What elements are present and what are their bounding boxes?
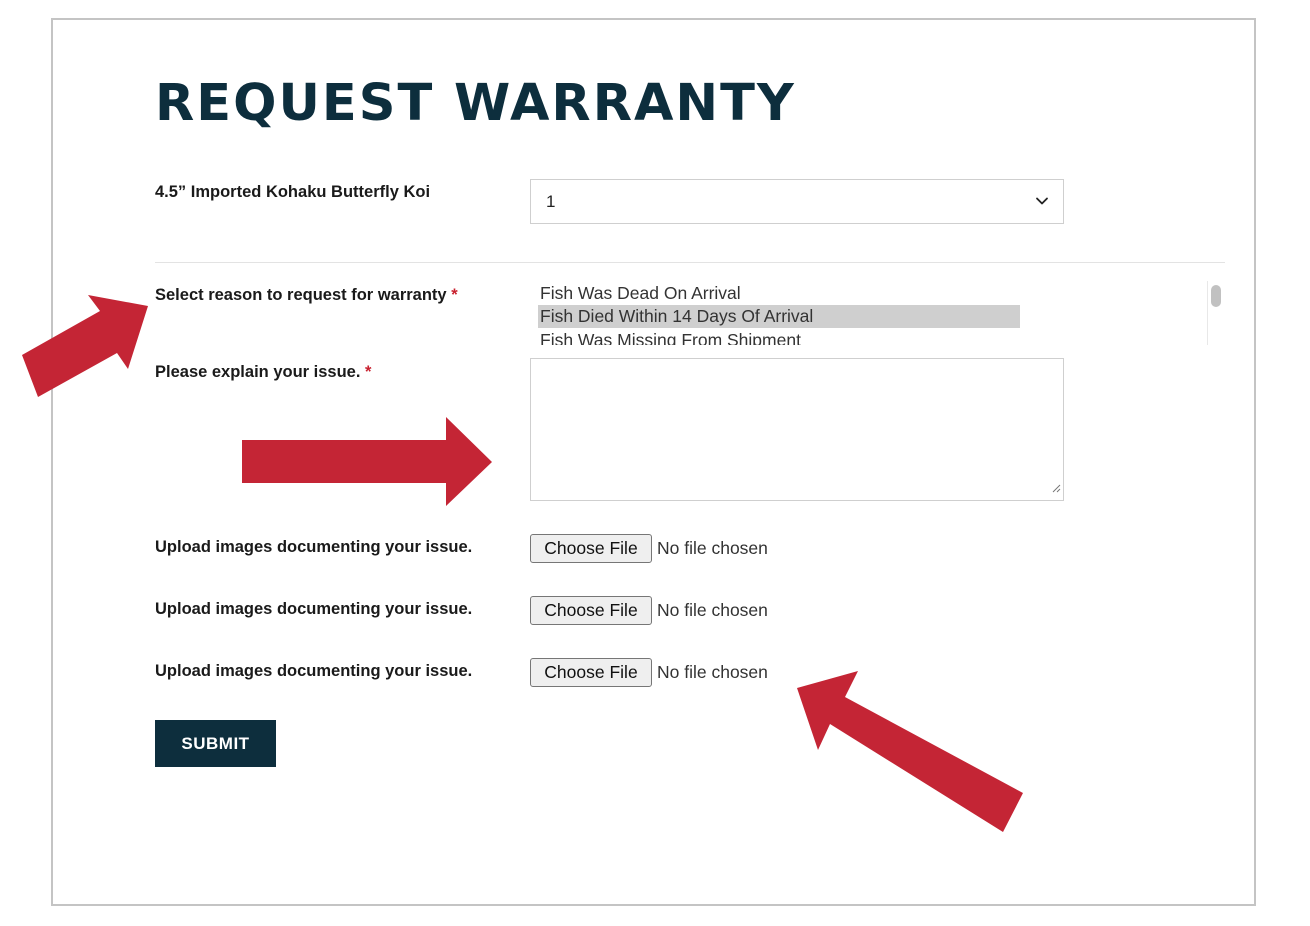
listbox-scrollbar[interactable] xyxy=(1207,281,1225,345)
submit-button[interactable]: SUBMIT xyxy=(155,720,276,767)
reason-label: Select reason to request for warranty * xyxy=(155,286,458,305)
reason-listbox[interactable]: Fish Was Dead On Arrival Fish Died Withi… xyxy=(530,281,1226,345)
reason-label-text: Select reason to request for warranty xyxy=(155,286,447,304)
required-asterisk: * xyxy=(365,363,372,381)
reason-option-missing-from-shipment[interactable]: Fish Was Missing From Shipment xyxy=(540,330,801,345)
annotation-arrow-icon xyxy=(22,295,148,397)
file-status: No file chosen xyxy=(657,662,768,682)
file-status: No file chosen xyxy=(657,538,768,558)
file-input-3[interactable]: Choose File No file chosen xyxy=(530,658,768,687)
annotation-arrow-icon xyxy=(797,671,1023,832)
reason-option-dead-on-arrival[interactable]: Fish Was Dead On Arrival xyxy=(540,283,741,303)
explain-label-text: Please explain your issue. xyxy=(155,363,361,381)
reason-option-died-within-14-days[interactable]: Fish Died Within 14 Days Of Arrival xyxy=(538,305,1020,328)
choose-file-button[interactable]: Choose File xyxy=(530,534,652,563)
file-input-2[interactable]: Choose File No file chosen xyxy=(530,596,768,625)
section-divider xyxy=(155,262,1225,263)
quantity-select[interactable]: 1 xyxy=(530,179,1064,224)
resize-grip-icon[interactable] xyxy=(1051,480,1061,498)
annotation-arrow-icon xyxy=(242,417,492,506)
choose-file-button[interactable]: Choose File xyxy=(530,658,652,687)
upload-label-1: Upload images documenting your issue. xyxy=(155,538,473,556)
explain-label: Please explain your issue. * xyxy=(155,363,371,382)
listbox-scroll-thumb[interactable] xyxy=(1211,285,1221,307)
upload-label-3: Upload images documenting your issue. xyxy=(155,662,473,680)
upload-label-2: Upload images documenting your issue. xyxy=(155,600,473,618)
required-asterisk: * xyxy=(451,286,458,304)
file-input-1[interactable]: Choose File No file chosen xyxy=(530,534,768,563)
page-title: REQUEST WARRANTY xyxy=(155,74,796,133)
file-status: No file chosen xyxy=(657,600,768,620)
quantity-value: 1 xyxy=(546,191,556,211)
issue-textarea[interactable] xyxy=(530,358,1064,501)
product-name: 4.5” Imported Kohaku Butterfly Koi xyxy=(155,183,431,201)
chevron-down-icon xyxy=(1035,194,1049,213)
choose-file-button[interactable]: Choose File xyxy=(530,596,652,625)
